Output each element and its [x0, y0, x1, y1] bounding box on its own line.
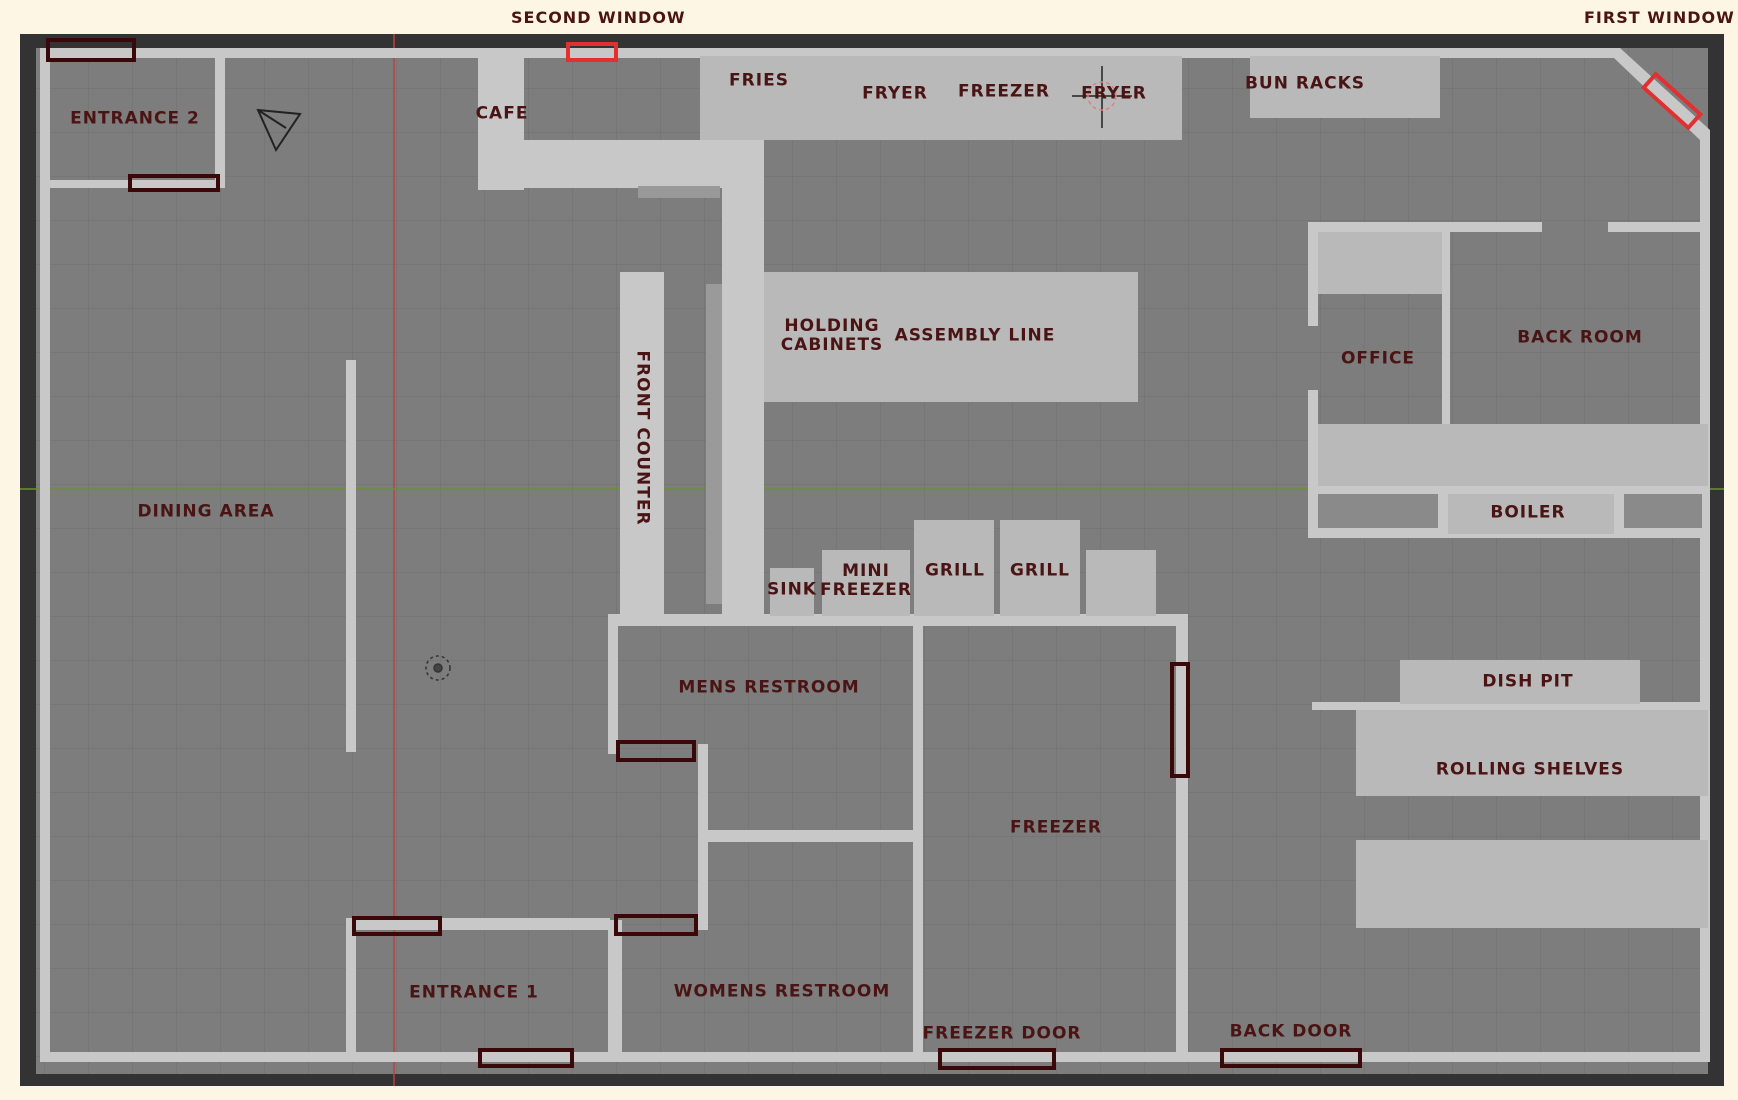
walls	[40, 48, 1710, 1062]
label-dish-pit: DISH PIT	[1482, 671, 1574, 692]
label-fryer-2: FRYER	[1081, 83, 1147, 104]
label-dining-area: DINING AREA	[137, 501, 275, 522]
door-marker	[46, 38, 136, 62]
label-entrance-1: ENTRANCE 1	[409, 982, 539, 1003]
label-entrance-2: ENTRANCE 2	[70, 108, 200, 129]
label-freezer-top: FREEZER	[958, 81, 1050, 102]
door-marker	[352, 916, 442, 936]
label-front-counter: FRONT COUNTER	[632, 350, 653, 526]
door-markers	[46, 38, 1362, 1070]
door-marker	[1220, 1048, 1362, 1068]
label-cafe: CAFE	[475, 103, 529, 124]
first-window-label: FIRST WINDOW	[1584, 8, 1735, 27]
label-freezer-door: FREEZER DOOR	[922, 1023, 1082, 1044]
label-rolling-shelves: ROLLING SHELVES	[1435, 759, 1625, 780]
label-grill-2: GRILL	[1009, 560, 1071, 581]
window-markers	[566, 42, 1704, 131]
light-icon	[425, 655, 451, 681]
label-mens-restroom: MENS RESTROOM	[678, 677, 860, 698]
label-holding-cabinets: HOLDING CABINETS	[780, 316, 884, 355]
door-marker	[1170, 662, 1190, 778]
window-marker	[1640, 71, 1704, 131]
label-back-room: BACK ROOM	[1517, 327, 1643, 348]
label-mini-freezer: MINI FREEZER	[820, 561, 912, 600]
label-freezer-room: FREEZER	[1010, 817, 1102, 838]
window-marker	[566, 42, 618, 62]
camera-icon	[256, 108, 302, 153]
label-bun-racks: BUN RACKS	[1244, 73, 1366, 94]
label-grill-1: GRILL	[924, 560, 986, 581]
label-fryer: FRYER	[862, 83, 928, 104]
label-boiler: BOILER	[1490, 502, 1566, 523]
label-office: OFFICE	[1340, 348, 1416, 369]
door-marker	[478, 1048, 574, 1068]
label-sink: SINK	[767, 579, 817, 600]
second-window-label: SECOND WINDOW	[511, 8, 686, 27]
door-marker	[128, 174, 220, 192]
door-marker	[938, 1048, 1056, 1070]
door-marker	[614, 914, 698, 936]
label-assembly-line: ASSEMBLY LINE	[894, 325, 1056, 346]
door-marker	[616, 740, 696, 762]
label-fries: FRIES	[729, 70, 789, 91]
label-back-door: BACK DOOR	[1229, 1021, 1353, 1042]
label-womens-restroom: WOMENS RESTROOM	[673, 981, 891, 1002]
cursor-icon	[1072, 66, 1132, 128]
